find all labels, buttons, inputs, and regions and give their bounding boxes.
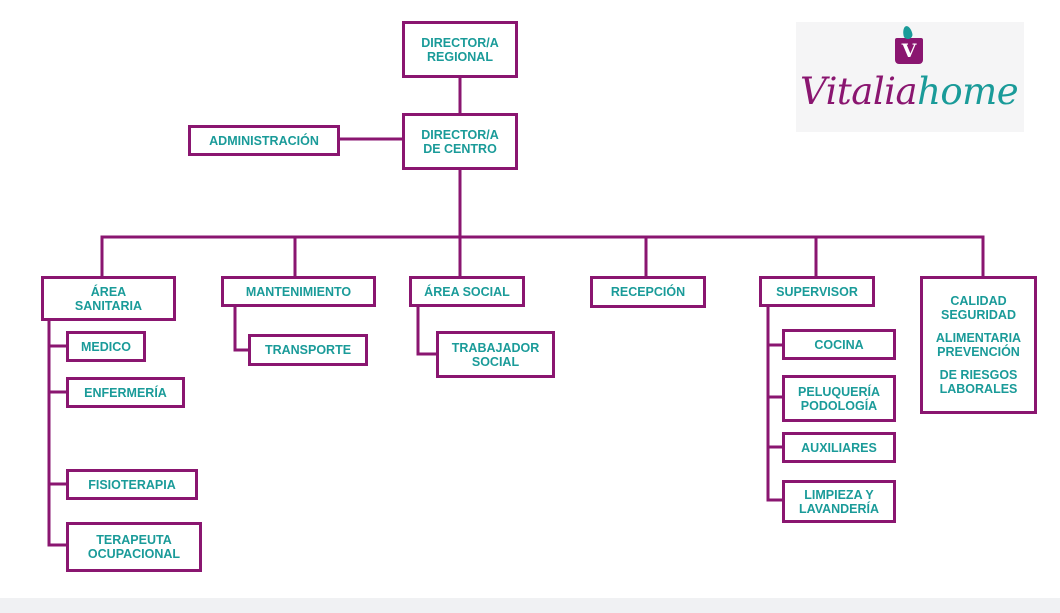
org-chart-canvas: DIRECTOR/A REGIONAL DIRECTOR/A DE CENTRO…: [0, 0, 1060, 598]
box-trabajador-line2: SOCIAL: [471, 354, 520, 369]
box-cocina: COCINA: [782, 329, 896, 360]
box-medico: MEDICO: [66, 331, 146, 362]
box-administracion: ADMINISTRACIÓN: [188, 125, 340, 156]
box-area-sanitaria-line2: SANITARIA: [74, 298, 143, 313]
box-director-centro-line1: DIRECTOR/A: [421, 127, 499, 142]
box-director-centro: DIRECTOR/A DE CENTRO: [402, 113, 518, 170]
box-mantenimiento: MANTENIMIENTO: [221, 276, 376, 307]
box-trabajador-social: TRABAJADOR SOCIAL: [436, 331, 555, 378]
box-limpieza-lavanderia: LIMPIEZA Y LAVANDERÍA: [782, 480, 896, 523]
box-administracion-label: ADMINISTRACIÓN: [209, 133, 319, 148]
box-recepcion-label: RECEPCIÓN: [610, 285, 686, 299]
box-trabajador-line1: TRABAJADOR: [451, 340, 540, 355]
box-calidad-line4: PREVENCIÓN: [937, 345, 1020, 359]
box-enfermeria: ENFERMERÍA: [66, 377, 185, 408]
box-supervisor-label: SUPERVISOR: [776, 284, 858, 299]
box-director-regional: DIRECTOR/A REGIONAL: [402, 21, 518, 78]
box-auxiliares: AUXILIARES: [782, 432, 896, 463]
box-limpieza-line2: LAVANDERÍA: [798, 501, 880, 516]
box-director-regional-line1: DIRECTOR/A: [421, 35, 499, 50]
vitaliahome-logo-icon: V: [895, 38, 923, 64]
box-calidad-line1: CALIDAD: [950, 294, 1007, 308]
vitaliahome-logo: V Vitaliahome: [796, 22, 1024, 132]
box-area-social-label: ÁREA SOCIAL: [424, 284, 510, 299]
box-fisioterapia: FISIOTERAPIA: [66, 469, 198, 500]
box-mantenimiento-label: MANTENIMIENTO: [245, 284, 352, 299]
logo-wordmark-part1: Vitalia: [800, 70, 918, 113]
box-terapeuta-line1: TERAPEUTA: [96, 533, 172, 547]
box-transporte-label: TRANSPORTE: [264, 343, 352, 357]
logo-mark-letter: V: [901, 40, 917, 62]
box-recepcion: RECEPCIÓN: [590, 276, 706, 308]
box-area-social: ÁREA SOCIAL: [409, 276, 525, 307]
box-calidad-line6: LABORALES: [939, 382, 1018, 396]
box-auxiliares-label: AUXILIARES: [801, 440, 877, 455]
box-calidad-line3: ALIMENTARIA: [935, 331, 1022, 345]
box-director-regional-line2: REGIONAL: [427, 49, 493, 64]
box-calidad-line5: DE RIESGOS: [939, 368, 1018, 382]
box-calidad-prevencion: CALIDAD SEGURIDAD ALIMENTARIA PREVENCIÓN…: [920, 276, 1037, 414]
box-fisioterapia-label: FISIOTERAPIA: [88, 477, 176, 492]
box-cocina-label: COCINA: [814, 337, 864, 352]
box-terapeuta-ocupacional: TERAPEUTA OCUPACIONAL: [66, 522, 202, 572]
box-limpieza-line1: LIMPIEZA Y: [804, 487, 874, 502]
box-peluqueria-line1: PELUQUERÍA: [798, 384, 880, 399]
box-medico-label: MEDICO: [81, 339, 131, 354]
logo-wordmark: Vitaliahome: [800, 70, 1019, 113]
box-terapeuta-line2: OCUPACIONAL: [87, 547, 181, 561]
logo-wordmark-part2: home: [917, 70, 1019, 113]
connector-lines: [47, 74, 985, 547]
box-peluqueria-line2: PODOLOGÍA: [800, 398, 878, 413]
box-calidad-line2: SEGURIDAD: [940, 308, 1016, 322]
box-enfermeria-label: ENFERMERÍA: [84, 385, 167, 400]
box-area-sanitaria-line1: ÁREA: [90, 284, 127, 299]
box-supervisor: SUPERVISOR: [759, 276, 875, 307]
box-peluqueria-podologia: PELUQUERÍA PODOLOGÍA: [782, 375, 896, 422]
box-director-centro-line2: DE CENTRO: [423, 141, 497, 156]
box-transporte: TRANSPORTE: [248, 334, 368, 366]
box-area-sanitaria: ÁREA SANITARIA: [41, 276, 176, 321]
